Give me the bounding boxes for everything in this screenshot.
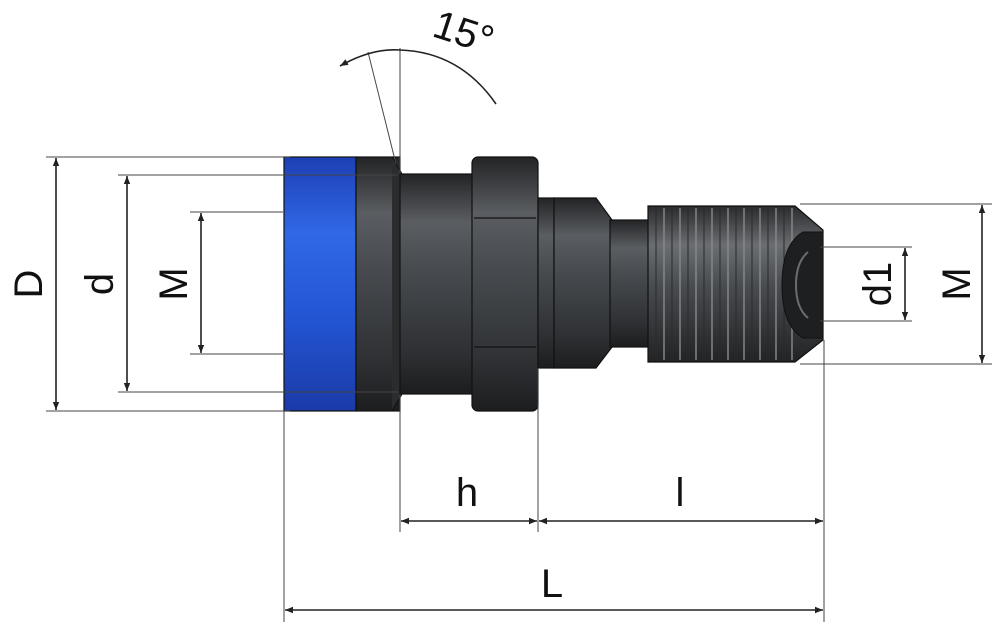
label-M-right: M — [935, 267, 979, 300]
label-l: l — [676, 471, 685, 515]
dimension-lines — [52, 49, 986, 614]
label-angle: 15° — [428, 2, 499, 63]
pull-stud-body — [283, 156, 824, 412]
dim-angle-arc — [339, 49, 497, 105]
hex-collar — [471, 156, 539, 412]
blue-flange — [283, 156, 357, 412]
groove — [609, 219, 651, 348]
label-d1: d1 — [856, 262, 900, 307]
label-L: L — [541, 562, 563, 606]
thread-recess — [781, 231, 824, 339]
step-ring — [537, 197, 555, 369]
label-D: D — [7, 270, 51, 299]
label-d: d — [78, 273, 122, 295]
extension-lines — [46, 48, 992, 622]
label-M-left: M — [152, 267, 196, 300]
thread-lines — [655, 208, 793, 360]
neck-section — [399, 173, 475, 395]
label-h: h — [456, 471, 478, 515]
shoulder — [553, 197, 613, 369]
